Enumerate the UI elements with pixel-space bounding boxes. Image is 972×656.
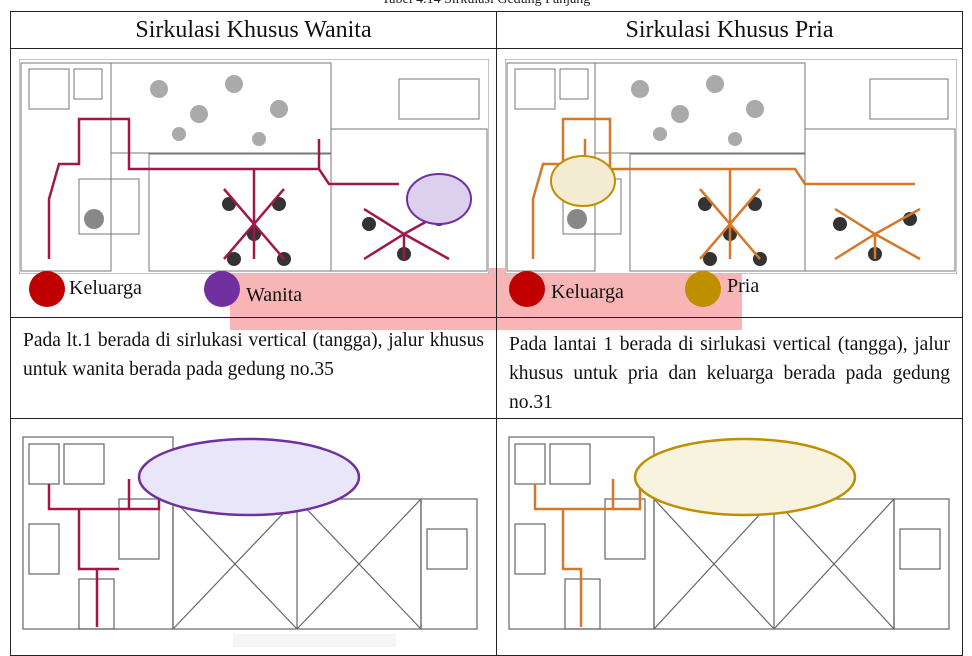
floor-plan-female-lt1 bbox=[19, 59, 489, 275]
floor-plan-male-lt2 bbox=[505, 428, 953, 634]
header-male-circulation: Sirkulasi Khusus Pria bbox=[496, 10, 963, 50]
legend-keluarga-dot bbox=[29, 271, 65, 308]
legend-keluarga-label: Keluarga bbox=[69, 277, 142, 300]
description-female: Pada lt.1 berada di sirlukasi vertical (… bbox=[10, 317, 497, 419]
legend-wanita-label: Wanita bbox=[246, 284, 303, 307]
description-male: Pada lantai 1 berada di sirlukasi vertic… bbox=[496, 317, 963, 419]
floor-plan-cell-female-lt1: Keluarga Wanita bbox=[10, 48, 497, 319]
legend-keluarga-label: Keluarga bbox=[551, 281, 624, 304]
legend-pria-label: Pria bbox=[727, 275, 760, 298]
legend-keluarga-dot bbox=[509, 271, 545, 308]
floor-plan-cell-female-lt2 bbox=[10, 417, 497, 656]
circulation-table: Sirkulasi Khusus Wanita Sirkulasi Khusus… bbox=[10, 10, 963, 656]
legend-wanita-dot bbox=[204, 271, 240, 308]
header-female-circulation: Sirkulasi Khusus Wanita bbox=[10, 10, 497, 50]
description-male-text: Pada lantai 1 berada di sirlukasi vertic… bbox=[509, 334, 950, 414]
floor-plan-female-lt2 bbox=[19, 428, 481, 634]
floor-plan-cell-male-lt1: Keluarga Pria bbox=[496, 48, 963, 319]
legend-pria-dot bbox=[685, 271, 721, 308]
floor-plan-cell-male-lt2 bbox=[496, 417, 963, 656]
floor-plan-male-lt1 bbox=[505, 59, 957, 275]
table-caption: Tabel 4.14 Sirkulasi Gedung Panjang bbox=[0, 0, 972, 8]
description-female-text: Pada lt.1 berada di sirlukasi vertical (… bbox=[23, 330, 484, 381]
